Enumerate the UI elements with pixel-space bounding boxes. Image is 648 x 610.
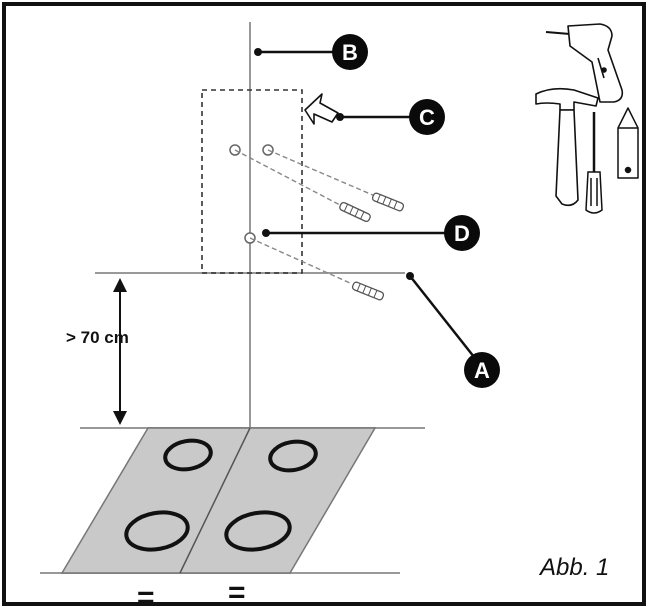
dimension-label: > 70 cm <box>66 328 129 347</box>
label-b: B <box>342 40 358 65</box>
wall-plug <box>351 281 385 301</box>
equal-sign-left: = <box>137 581 155 610</box>
burner <box>124 510 190 552</box>
badge-b <box>332 34 368 70</box>
burner <box>163 438 213 472</box>
burner <box>224 510 292 552</box>
leader-c-dot <box>336 113 344 121</box>
badge-d <box>444 215 480 251</box>
screw-path <box>234 149 341 206</box>
screw-path <box>267 149 376 197</box>
dimension-arrowhead-top <box>113 278 127 292</box>
leader-d-dot <box>262 229 270 237</box>
screw-path <box>249 237 351 284</box>
hob-divider <box>179 427 251 574</box>
badge-c <box>409 99 445 135</box>
dimension-arrowhead-bottom <box>113 411 127 425</box>
hob <box>60 427 377 574</box>
wall-plug <box>339 201 371 223</box>
badge-a <box>464 352 500 388</box>
leader-a <box>409 275 479 363</box>
label-c: C <box>419 105 435 130</box>
bracket-outline <box>201 89 303 274</box>
screwdriver-icon <box>585 112 603 214</box>
label-d: D <box>454 221 470 246</box>
leader-a-dot <box>406 272 414 280</box>
figure-caption: Abb. 1 <box>538 554 609 581</box>
hammer-icon <box>535 87 599 207</box>
drill-icon <box>545 23 624 103</box>
label-a: A <box>474 358 490 383</box>
c-pointer-arrow <box>304 93 339 125</box>
burner <box>268 439 318 473</box>
wall-plug <box>371 192 405 212</box>
equal-sign-right: = <box>228 576 246 609</box>
pencil-icon <box>617 107 639 179</box>
leader-b-dot <box>254 48 262 56</box>
